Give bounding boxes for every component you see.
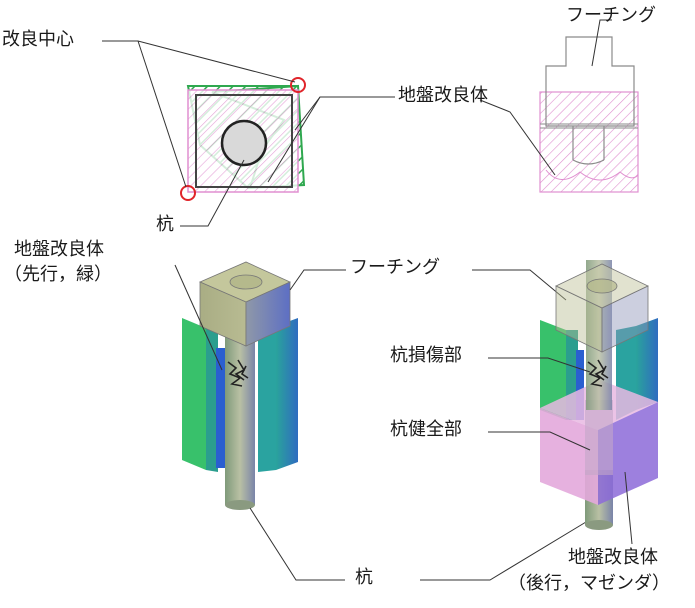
footing-side-left [245,281,291,347]
label-improvement-center: 改良中心 [2,29,74,50]
leader-improvement-section [479,99,556,176]
green-block-left-b [206,328,218,472]
pile-plan [220,119,268,167]
leader-center-top [102,40,296,83]
green-block-right-a [258,326,276,472]
leader-center-bottom [137,40,187,188]
leader-pile-bottom-left [249,507,345,581]
label-pile-damage: 杭損傷部 [390,345,462,366]
iso-view-left [174,261,587,581]
label-footing-iso: フーチング [350,257,440,278]
magenta-improvement-section [539,91,639,193]
magenta-block-front [540,408,598,505]
label-pile-bottom: 杭 [355,567,373,588]
label-pile-sound: 杭健全部 [390,419,462,440]
label-improvement-left: 地盤改良体 [14,239,104,260]
section-view [479,19,639,193]
leader-improvement-iso-left [174,264,223,371]
leader-pile-plan [180,159,245,227]
improvement-center-marker-top [290,77,306,93]
leader-footing-iso-right [472,269,567,301]
leader-improvement-iso-right [624,471,633,545]
leader-improvement-plan-2 [294,96,321,131]
green-block-right-b [276,318,298,470]
pile-damage-right [587,359,609,387]
improvement-center-marker-bottom [180,185,196,201]
pile-section [572,126,605,165]
label-improvement-right: 地盤改良体 [568,547,658,568]
pile-lower-left [225,320,255,505]
leader-footing-section [591,19,612,67]
label-improvement-right-note: （後行，マゼンダ） [508,573,670,594]
footing-section [545,36,635,127]
label-pile-plan: 杭 [156,214,174,235]
footing-side-right [601,285,649,353]
label-footing-section: フーチング [566,5,656,26]
footing-outline-plan [195,94,293,188]
green-block-left-a [182,318,206,470]
plan-view [102,40,395,227]
leader-pile-bottom-right [420,521,587,581]
label-improvement-left-note: （先行，緑） [4,264,112,285]
iso-view-right [488,260,658,545]
leader-footing-iso [289,269,346,291]
label-improvement-plan: 地盤改良体 [398,85,488,106]
pile-damage-left [227,359,249,387]
leader-pile-damage [488,357,591,373]
blue-strip-left [216,348,225,468]
green-block-right-iso-a [540,320,566,420]
leader-pile-sound [488,431,591,451]
